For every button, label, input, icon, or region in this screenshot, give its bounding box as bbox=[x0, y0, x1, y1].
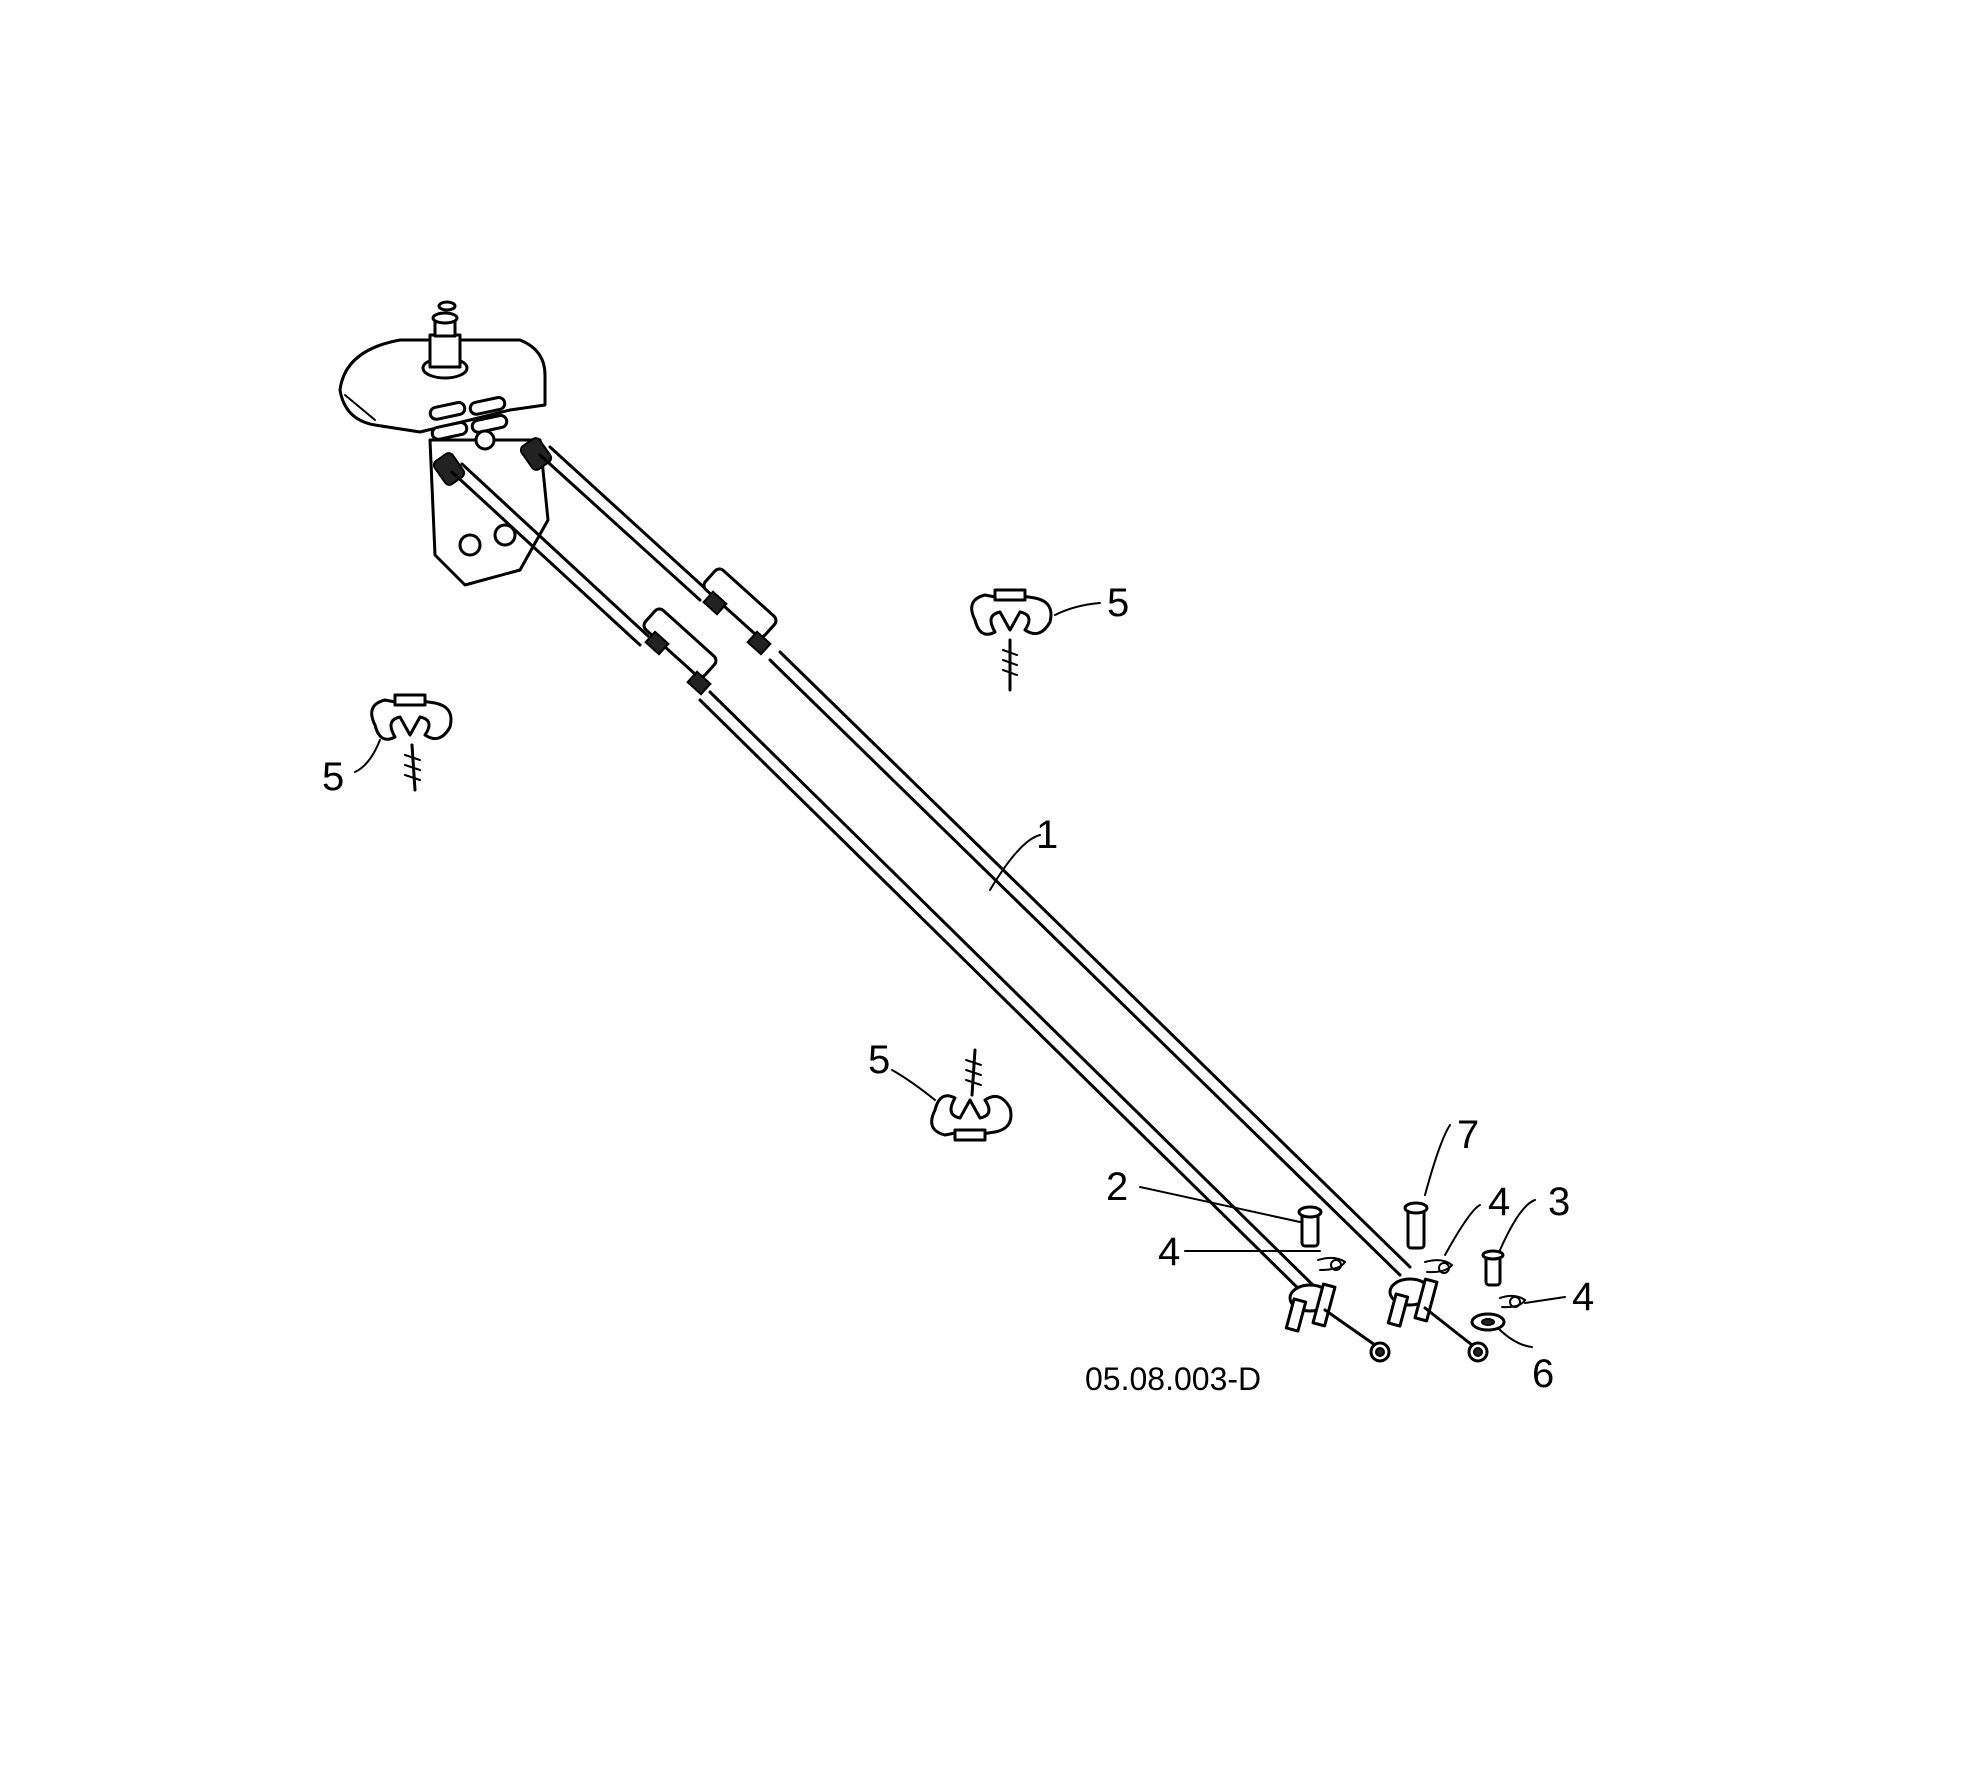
callout-5-top: 5 bbox=[1107, 581, 1129, 625]
callout-1: 1 bbox=[1036, 813, 1058, 857]
hairpin-clip-b bbox=[1424, 1259, 1454, 1274]
washer-6 bbox=[1470, 1312, 1506, 1332]
control-bracket-assembly bbox=[338, 300, 553, 587]
callout-5-bottom: 5 bbox=[868, 1038, 890, 1082]
cable-clamp-c bbox=[930, 1048, 1013, 1142]
drawing-number: 05.08.003-D bbox=[1085, 1361, 1261, 1397]
callout-5-left: 5 bbox=[322, 755, 344, 799]
callout-4-right: 4 bbox=[1572, 1275, 1594, 1319]
hairpin-clip-c bbox=[1499, 1294, 1527, 1309]
callout-labels: 5 5 5 1 7 2 4 3 4 4 6 bbox=[322, 581, 1594, 1396]
steering-cables bbox=[450, 445, 1412, 1302]
callout-4-middle: 4 bbox=[1488, 1180, 1510, 1224]
cable-clamp-a bbox=[970, 588, 1053, 692]
hairpin-clip-a bbox=[1317, 1256, 1347, 1271]
callout-7: 7 bbox=[1457, 1113, 1479, 1157]
callout-2: 2 bbox=[1106, 1165, 1128, 1209]
callout-6: 6 bbox=[1532, 1352, 1554, 1396]
cable-clamp-b bbox=[370, 693, 453, 792]
clevis-pin-2 bbox=[1297, 1205, 1323, 1248]
leader-lines bbox=[354, 602, 1566, 1348]
cable-end-right bbox=[1386, 1277, 1489, 1363]
callout-3: 3 bbox=[1548, 1180, 1570, 1224]
cable-end-left bbox=[1284, 1282, 1391, 1363]
callout-4-left: 4 bbox=[1158, 1230, 1180, 1274]
clevis-pin-7 bbox=[1403, 1201, 1429, 1250]
clevis-pin-3 bbox=[1481, 1249, 1505, 1287]
